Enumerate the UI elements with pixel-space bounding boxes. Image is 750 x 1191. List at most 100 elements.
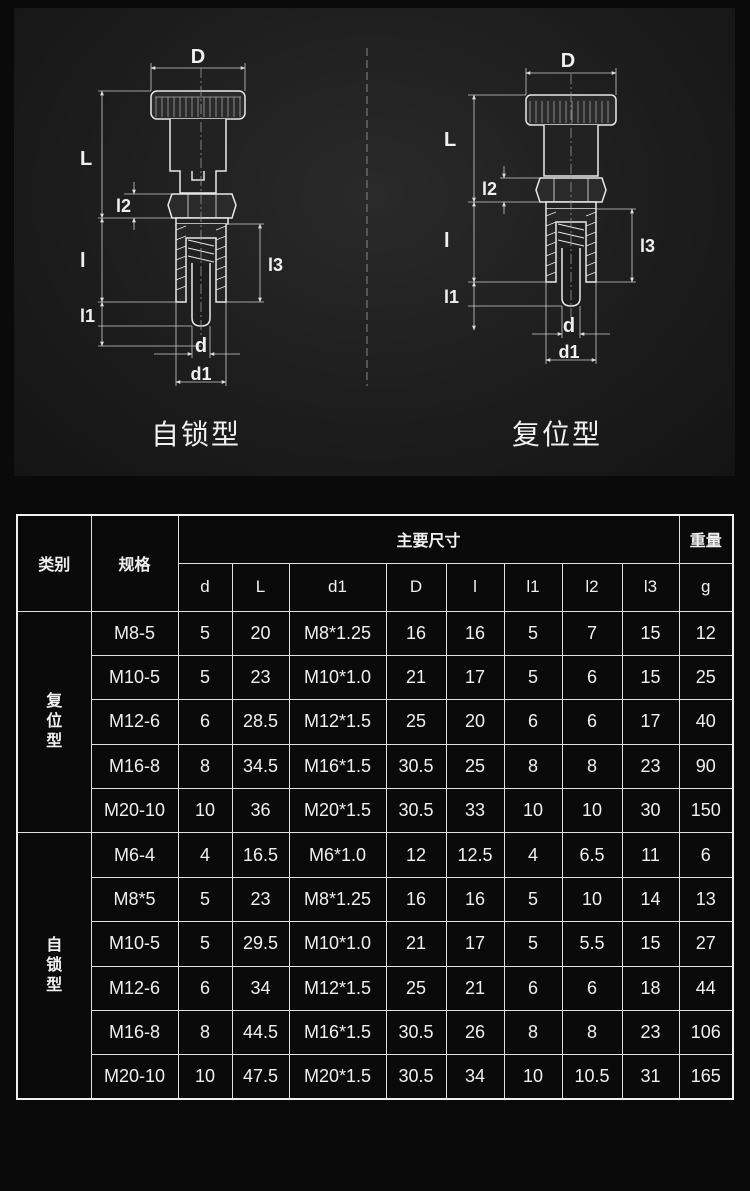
value-cell: 6 [503,699,563,745]
value-cell: 6 [561,965,623,1012]
value-cell: 20 [231,610,290,656]
value-cell: 8 [561,1010,623,1056]
header-dim: l [445,562,505,612]
spec-cell: M20-10 [90,1054,179,1100]
value-cell: M20*1.5 [288,788,387,834]
value-cell: M10*1.0 [288,921,387,967]
value-cell: 8 [177,1010,233,1056]
value-cell: 5 [177,921,233,967]
label-d-left: d [195,335,207,357]
spec-cell: M8*5 [90,876,179,923]
value-cell: 34 [445,1054,505,1100]
technical-drawing: D L l2 l l1 l3 d d1 [80,46,655,386]
value-cell: 90 [678,743,734,790]
label-l2-left: l2 [116,196,131,216]
spec-cell: M20-10 [90,788,179,834]
value-cell: 23 [621,1010,680,1056]
value-cell: 31 [621,1054,680,1100]
value-cell: 17 [445,654,505,701]
value-cell: 106 [678,1010,734,1056]
spec-cell: M12-6 [90,965,179,1012]
value-cell: 8 [177,743,233,790]
header-dim: l2 [561,562,623,612]
value-cell: 20 [445,699,505,745]
label-d1-left: d1 [190,364,211,384]
header-row-1: 类别 规格 主要尺寸 重量 [16,514,734,612]
value-cell: 15 [621,610,680,656]
label-l2-right: l2 [482,179,497,199]
header-row-2: d L d1 D l l1 l2 l3 g [17,562,734,612]
value-cell: 21 [385,654,447,701]
value-cell: 5 [177,876,233,923]
value-cell: 23 [231,876,290,923]
value-cell: 12.5 [445,832,505,878]
value-cell: 6 [678,832,734,878]
value-cell: 27 [678,921,734,967]
value-cell: 10 [503,788,563,834]
value-cell: 10 [177,1054,233,1100]
value-cell: 36 [231,788,290,834]
value-cell: 8 [503,1010,563,1056]
value-cell: 16.5 [231,832,290,878]
spec-cell: M6-4 [90,832,179,878]
value-cell: 10.5 [561,1054,623,1100]
value-cell: 4 [503,832,563,878]
value-cell: 5 [503,654,563,701]
value-cell: 15 [621,921,680,967]
category-char: 复 [46,692,63,710]
value-cell: 15 [621,654,680,701]
value-cell: 33 [445,788,505,834]
caption-self-locking: 自锁型 [150,418,241,451]
category-char: 型 [46,732,63,750]
value-cell: 28.5 [231,699,290,745]
label-l3-right: l3 [640,236,655,256]
value-cell: 13 [678,876,734,923]
value-cell: 5 [503,921,563,967]
label-d1-right: d1 [558,342,579,362]
diagram-panel: D L l2 l l1 l3 d d1 [14,8,735,476]
label-L-right: L [444,129,456,151]
label-l-left: l [80,250,86,272]
label-l3-left: l3 [268,255,283,275]
value-cell: 29.5 [231,921,290,967]
spec-cell: M10-5 [90,921,179,967]
value-cell: 21 [385,921,447,967]
value-cell: 16 [385,876,447,923]
value-cell: 17 [621,699,680,745]
value-cell: 44 [678,965,734,1012]
value-cell: 10 [561,876,623,923]
header-dim: d1 [288,562,387,612]
value-cell: 23 [621,743,680,790]
value-cell: 7 [561,610,623,656]
label-D-left: D [191,46,205,68]
value-cell: 6 [561,699,623,745]
value-cell: 6 [561,654,623,701]
value-cell: 34 [231,965,290,1012]
header-spec: 规格 [90,514,179,612]
label-l1-left: l1 [80,306,95,326]
header-weight: 重量 [678,514,734,564]
header-dim: d [177,562,233,612]
category-cell: 复位型 [16,610,92,834]
value-cell: 16 [385,610,447,656]
value-cell: 5 [177,654,233,701]
header-weight-unit: g [678,562,734,612]
value-cell: 12 [678,610,734,656]
value-cell: 30.5 [385,788,447,834]
value-cell: 11 [621,832,680,878]
value-cell: 6.5 [561,832,623,878]
value-cell: M12*1.5 [288,699,387,745]
value-cell: 10 [503,1054,563,1100]
value-cell: 44.5 [231,1010,290,1056]
value-cell: 26 [445,1010,505,1056]
value-cell: 14 [621,876,680,923]
